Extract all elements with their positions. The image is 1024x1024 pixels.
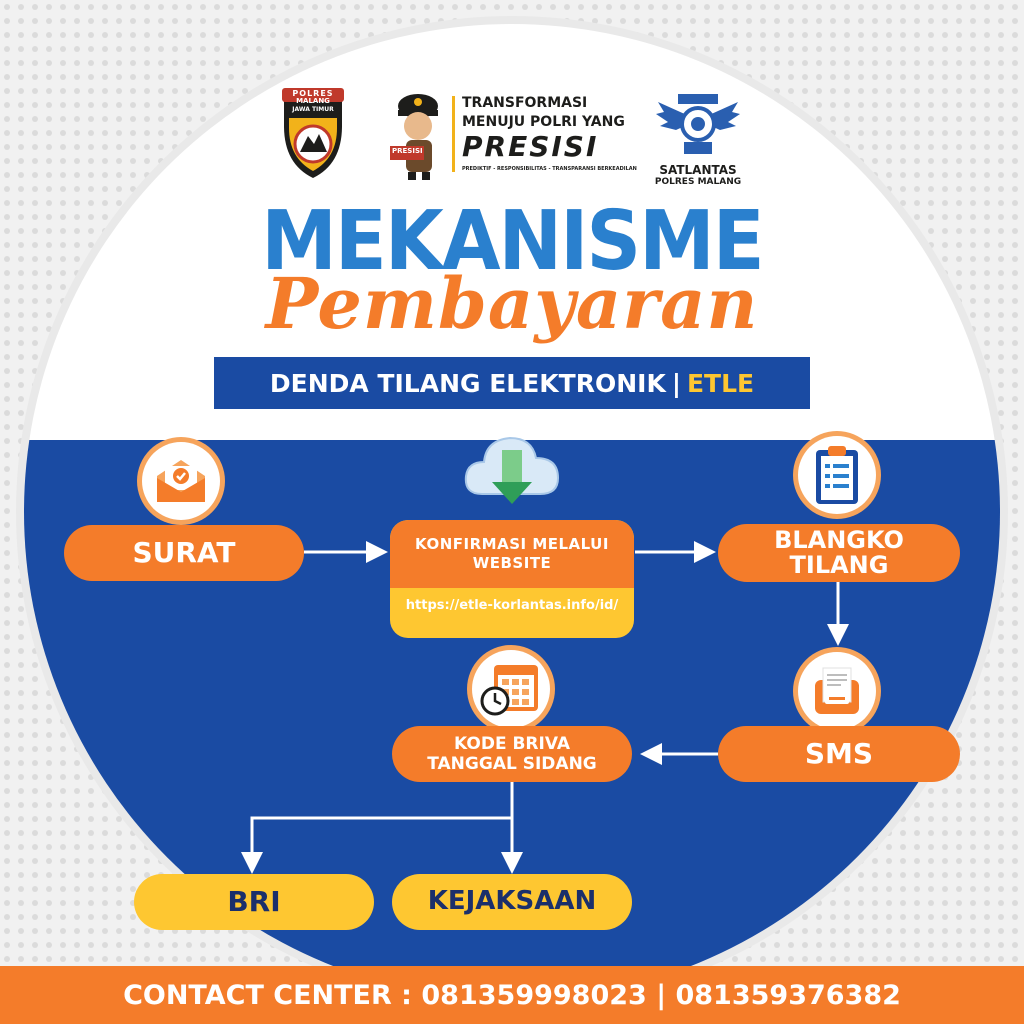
banner-accent-text: ETLE: [686, 368, 755, 398]
presisi-brand: PRESISI: [462, 130, 599, 163]
satlantas-line2: POLRES MALANG: [654, 177, 742, 187]
page-title: MEKANISME: [261, 192, 764, 289]
satlantas-logo: [656, 94, 740, 154]
banner-separator: |: [671, 368, 681, 398]
contact-center-text: CONTACT CENTER : 081359998023 | 08135937…: [123, 979, 901, 1011]
website-url-link[interactable]: https://etle-korlantas.info/id/: [405, 597, 619, 613]
police-mascot-icon: [390, 94, 438, 180]
step-kejaksaan: KEJAKSAAN: [392, 874, 632, 930]
cloud-download-icon: [462, 424, 562, 518]
title-banner: DENDA TILANG ELEKTRONIK | ETLE: [214, 357, 810, 409]
header-divider: [452, 96, 455, 172]
presisi-line2: MENUJU POLRI YANG: [462, 114, 625, 130]
step-surat: SURAT: [64, 525, 304, 581]
contact-footer: CONTACT CENTER : 081359998023 | 08135937…: [0, 966, 1024, 1024]
calendar-clock-icon: [472, 650, 550, 728]
polres-badge-name: MALANG: [296, 97, 330, 105]
step-bri: BRI: [134, 874, 374, 930]
step-sms: SMS: [718, 726, 960, 782]
clipboard-icon: [798, 436, 876, 514]
satlantas-line1: SATLANTAS: [659, 163, 737, 177]
receipt-phone-icon: [798, 652, 876, 730]
step-blangko-tilang: BLANGKO TILANG: [718, 524, 960, 582]
presisi-tagline: PREDIKTIF - RESPONSIBILITAS - TRANSPARAN…: [462, 166, 637, 172]
konfirmasi-label: KONFIRMASI MELALUI WEBSITE: [415, 534, 609, 573]
envelope-check-icon: [142, 442, 220, 520]
banner-main-text: DENDA TILANG ELEKTRONIK: [269, 368, 666, 398]
polres-badge-region: JAWA TIMUR: [292, 106, 334, 113]
step-konfirmasi-website: KONFIRMASI MELALUI WEBSITE https://etle-…: [390, 520, 634, 638]
polres-malang-logo: [282, 88, 344, 178]
polres-badge-top: POLRES: [292, 89, 334, 98]
mascot-badge-label: PRESISI: [392, 147, 423, 155]
step-kode-briva: KODE BRIVA TANGGAL SIDANG: [392, 726, 632, 782]
presisi-line1: TRANSFORMASI: [462, 95, 588, 111]
page-subtitle-script: Pembayaran: [265, 262, 759, 345]
